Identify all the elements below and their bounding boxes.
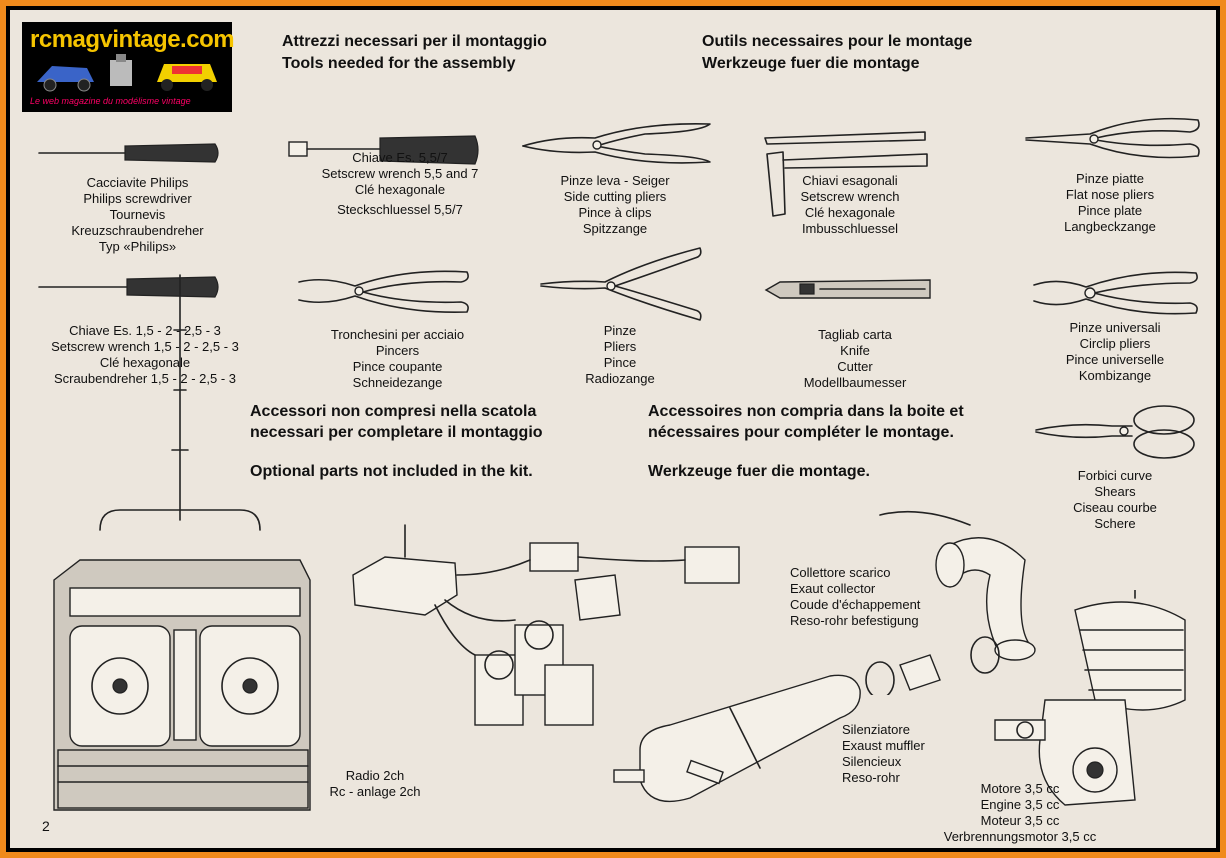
phillips-screwdriver-icon: [38, 143, 219, 163]
heading-acc-it-1: Accessori non compresi nella scatola: [250, 403, 537, 420]
hex-keys-icon: [764, 131, 928, 217]
shears-icon: [1035, 405, 1195, 459]
flat-nose-pliers-icon: [1025, 117, 1200, 159]
site-logo[interactable]: rcmagvintage.com Le web magazine du modé…: [22, 22, 235, 112]
heading-tools-de: Werkzeuge fuer die montage: [702, 55, 920, 72]
exhaust-collector-icon: [865, 510, 1036, 695]
heading-tools-it: Attrezzi necessari per il montaggio: [282, 33, 547, 50]
setscrew-wrench-55-icon: [288, 135, 479, 165]
manual-page: rcmagvintage.com Le web magazine du modé…: [10, 10, 1216, 848]
heading-acc-fr-1: Accessoires non compria dans la boite et: [648, 403, 964, 420]
logo-cars-icon: [37, 54, 217, 92]
radio-transmitter-icon: [53, 274, 311, 811]
setscrew-wrench-15-icon: [38, 276, 219, 298]
heading-acc-fr-2: nécessaires pour compléter le montage.: [648, 424, 954, 441]
receiver-servos-icon: [352, 524, 740, 726]
page-frame: rcmagvintage.com Le web magazine du modé…: [6, 6, 1220, 852]
page-number: 2: [42, 818, 50, 834]
pincers-icon: [298, 270, 469, 313]
heading-tools-en: Tools needed for the assembly: [282, 55, 516, 72]
side-cutting-pliers-icon: [522, 122, 711, 164]
exhaust-muffler-icon: [613, 674, 861, 803]
heading-tools-fr: Outils necessaires pour le montage: [702, 33, 973, 50]
heading-acc-de: Werkzeuge fuer die montage.: [648, 463, 870, 480]
heading-acc-en: Optional parts not included in the kit.: [250, 463, 533, 480]
universal-pliers-icon: [1033, 271, 1198, 315]
circlip-pliers-icon: [540, 247, 702, 321]
heading-acc-it-2: necessari per completare il montaggio: [250, 424, 543, 441]
knife-icon: [764, 279, 931, 299]
engine-icon: [994, 590, 1186, 806]
logo-site-name: rcmagvintage.com: [30, 26, 235, 53]
logo-tagline: Le web magazine du modélisme vintage: [30, 96, 191, 106]
